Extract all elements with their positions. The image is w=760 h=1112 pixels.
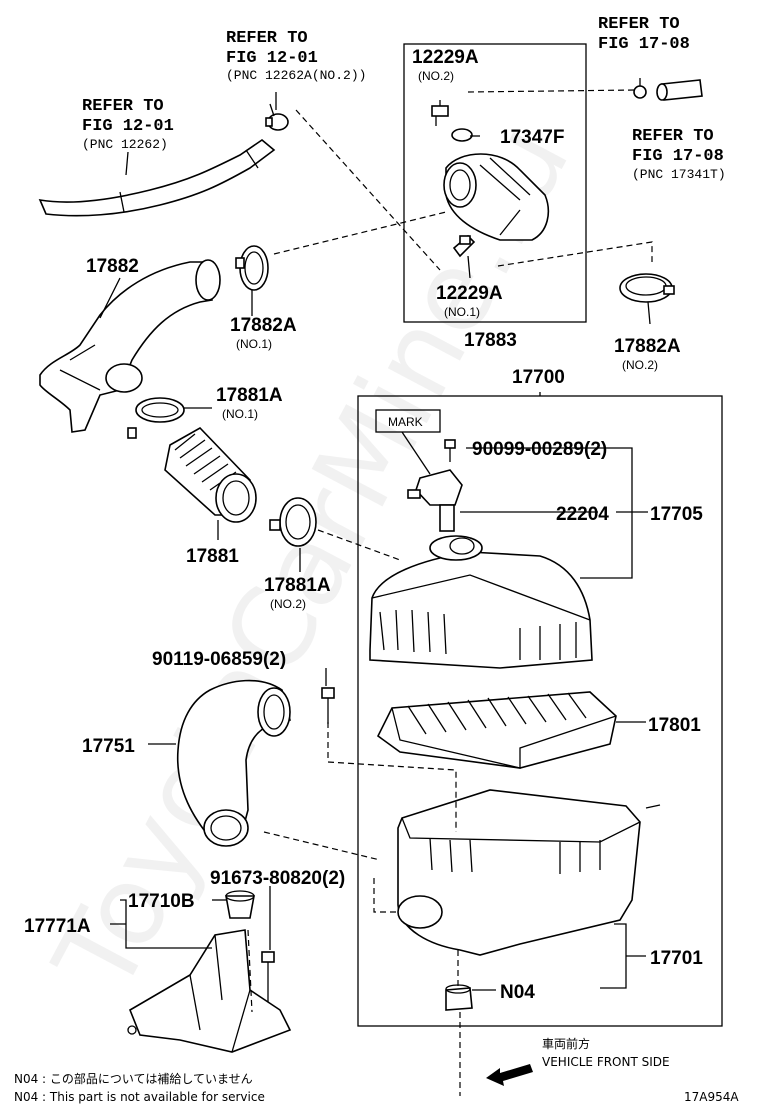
label-17882a-no2-sub: (NO.2)	[622, 358, 658, 372]
label-17882a-no2: 17882A	[614, 336, 681, 357]
intake-bellows-17881	[164, 426, 257, 523]
label-17881: 17881	[186, 546, 239, 567]
ref-fig-17-08-top-line1: REFER TO	[598, 15, 680, 34]
ref-fig-12-01-left-line3: (PNC 12262)	[82, 137, 168, 152]
figure-id: 17A954A	[684, 1090, 739, 1104]
label-17882a-no1: 17882A	[230, 315, 297, 336]
hose-clip-ref	[265, 103, 289, 131]
air-intake-connector-17883	[443, 153, 549, 241]
ref-fig-12-01-left-line1: REFER TO	[82, 97, 164, 116]
label-12229a-no1: 12229A	[436, 283, 503, 304]
intake-hose-17882	[39, 259, 221, 433]
hose-clamp-17882a-no1	[235, 245, 269, 291]
label-12229a-no2: 12229A	[412, 47, 479, 68]
ref-fig-12-01-top-line1: REFER TO	[226, 29, 308, 48]
ref-fig-17-08-right-line1: REFER TO	[632, 127, 714, 146]
label-17881a-no2-sub: (NO.2)	[270, 597, 306, 611]
air-cleaner-cap-17705	[369, 535, 593, 669]
label-17801: 17801	[648, 715, 701, 736]
note-jp: N04 : この部品については補給していません	[14, 1071, 253, 1086]
label-91673: 91673-80820(2)	[210, 868, 345, 889]
direction-en: VEHICLE FRONT SIDE	[542, 1055, 670, 1069]
label-17705: 17705	[650, 504, 703, 525]
label-17881a-no1: 17881A	[216, 385, 283, 406]
air-cleaner-case-17701	[397, 789, 661, 956]
direction-jp: 車両前方	[542, 1036, 590, 1051]
hose-clamp-17881a-no2	[269, 497, 317, 547]
screw-90099	[444, 439, 456, 462]
label-17882: 17882	[86, 256, 139, 277]
vacuum-fitting-no1	[452, 234, 476, 258]
vehicle-front-arrow-icon	[486, 1064, 533, 1086]
mark-box	[375, 409, 441, 433]
label-17700: 17700	[512, 367, 565, 388]
ref-fig-12-01-top-line2: FIG 12-01	[226, 49, 318, 68]
clamp-17347f	[451, 128, 473, 142]
hose-clamp-17881a-no1	[127, 397, 185, 439]
bracket-17771a	[127, 929, 292, 1053]
label-12229a-no2-sub: (NO.2)	[418, 69, 454, 83]
label-90099: 90099-00289(2)	[472, 439, 607, 460]
grommet-17710b	[225, 890, 255, 919]
label-17882a-no1-sub: (NO.1)	[236, 337, 272, 351]
ref-fig-17-08-right-line3: (PNC 17341T)	[632, 167, 726, 182]
ref-fig-12-01-top-line3: (PNC 12262A(NO.2))	[226, 68, 366, 83]
vacuum-fitting-no2	[431, 100, 449, 126]
label-mark: MARK	[388, 415, 423, 429]
label-17883: 17883	[464, 330, 517, 351]
label-n04: N04	[500, 982, 535, 1003]
grommet-n04	[445, 984, 473, 1011]
label-17771a: 17771A	[24, 916, 91, 937]
label-12229a-no1-sub: (NO.1)	[444, 305, 480, 319]
air-filter-element-17801	[376, 691, 617, 769]
assembly-box-17883	[403, 43, 587, 323]
label-17347f: 17347F	[500, 127, 564, 148]
ref-fig-17-08-right-line2: FIG 17-08	[632, 147, 724, 166]
label-17701: 17701	[650, 948, 703, 969]
bolt-90119	[321, 687, 335, 724]
ref-fig-17-08-top-line2: FIG 17-08	[598, 35, 690, 54]
label-17751: 17751	[82, 736, 135, 757]
vacuum-hose-ref	[633, 78, 703, 101]
mass-air-flow-sensor-22204	[407, 469, 463, 532]
label-90119: 90119-06859(2)	[152, 649, 286, 670]
ref-fig-12-01-left-line2: FIG 12-01	[82, 117, 174, 136]
breather-hose-ref	[38, 138, 276, 217]
hose-clamp-17882a-no2	[619, 273, 675, 303]
label-17881a-no1-sub: (NO.1)	[222, 407, 258, 421]
intake-duct-17751	[176, 679, 292, 847]
label-22204: 22204	[556, 504, 609, 525]
note-en: N04 : This part is not available for ser…	[14, 1090, 265, 1104]
label-17881a-no2: 17881A	[264, 575, 331, 596]
label-17710b: 17710B	[128, 891, 195, 912]
